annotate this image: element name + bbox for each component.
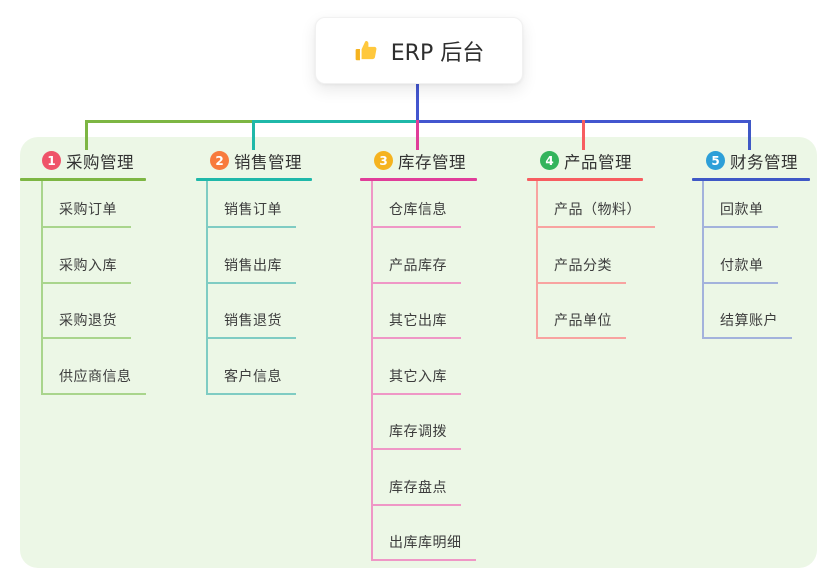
subitem-label: 仓库信息	[389, 202, 447, 218]
root-node[interactable]: ERP 后台	[315, 17, 523, 84]
subitem-label: 销售退货	[224, 313, 282, 329]
list-item[interactable]: 客户信息	[208, 339, 296, 395]
subitem-label: 出库库明细	[389, 535, 462, 551]
branch-underline	[692, 178, 810, 181]
branch-badge: 5	[706, 151, 725, 170]
branch-sales: 2 销售管理 销售订单 销售出库 销售退货 客户信息	[196, 146, 312, 395]
list-item[interactable]: 销售订单	[208, 181, 296, 228]
branch-head-purchase[interactable]: 1 采购管理	[20, 146, 146, 175]
branch-underline	[20, 178, 146, 181]
list-item[interactable]: 采购退货	[43, 284, 131, 339]
list-item[interactable]: 结算账户	[704, 284, 792, 339]
drop-line-finance	[748, 120, 751, 150]
branch-items: 采购订单 采购入库 采购退货 供应商信息	[41, 181, 146, 395]
branch-title: 财务管理	[730, 152, 798, 172]
list-item[interactable]: 供应商信息	[43, 339, 146, 395]
drop-line-sales	[252, 120, 255, 150]
subitem-label: 采购入库	[59, 257, 117, 274]
branch-badge: 2	[210, 151, 229, 170]
list-item[interactable]: 产品（物料）	[538, 181, 655, 228]
branch-underline	[360, 178, 477, 181]
subitem-label: 其它出库	[389, 313, 447, 329]
list-item[interactable]: 产品分类	[538, 228, 626, 284]
branch-badge: 3	[374, 151, 393, 170]
list-item[interactable]: 销售出库	[208, 228, 296, 284]
list-item[interactable]: 出库库明细	[373, 506, 476, 561]
subitem-label: 采购退货	[59, 313, 117, 329]
root-node-label: ERP 后台	[390, 40, 485, 66]
branch-badge: 4	[540, 151, 559, 170]
subitem-label: 产品库存	[389, 257, 447, 274]
subitem-label: 付款单	[720, 257, 764, 274]
branch-title: 采购管理	[66, 152, 134, 172]
subitem-label: 库存调拨	[389, 424, 447, 440]
subitem-label: 销售出库	[224, 257, 282, 274]
subitem-label: 其它入库	[389, 368, 447, 385]
branch-badge: 1	[42, 151, 61, 170]
subitem-label: 产品单位	[554, 313, 612, 329]
list-item[interactable]: 其它出库	[373, 284, 461, 339]
mindmap-panel	[20, 137, 817, 568]
subitem-label: 产品（物料）	[554, 202, 641, 218]
subitem-label: 产品分类	[554, 257, 612, 274]
subitem-label: 销售订单	[224, 202, 282, 218]
branch-underline	[196, 178, 312, 181]
root-connector-line	[416, 84, 419, 123]
subitem-label: 供应商信息	[59, 368, 132, 385]
list-item[interactable]: 回款单	[704, 181, 778, 228]
branch-items: 销售订单 销售出库 销售退货 客户信息	[206, 181, 312, 395]
list-item[interactable]: 采购订单	[43, 181, 131, 228]
branch-items: 产品（物料） 产品分类 产品单位	[536, 181, 655, 339]
branch-head-finance[interactable]: 5 财务管理	[692, 146, 810, 175]
branch-items: 仓库信息 产品库存 其它出库 其它入库 库存调拨 库存盘点 出库库明细	[371, 181, 477, 561]
branch-items: 回款单 付款单 结算账户	[702, 181, 810, 339]
thumbs-up-icon	[354, 38, 380, 64]
subitem-label: 库存盘点	[389, 479, 447, 496]
list-item[interactable]: 产品单位	[538, 284, 626, 339]
branch-head-product[interactable]: 4 产品管理	[527, 146, 655, 175]
list-item[interactable]: 其它入库	[373, 339, 461, 395]
branch-purchase: 1 采购管理 采购订单 采购入库 采购退货 供应商信息	[20, 146, 146, 395]
branch-head-sales[interactable]: 2 销售管理	[196, 146, 312, 175]
branch-head-inventory[interactable]: 3 库存管理	[360, 146, 477, 175]
branch-finance: 5 财务管理 回款单 付款单 结算账户	[692, 146, 810, 339]
branch-product: 4 产品管理 产品（物料） 产品分类 产品单位	[527, 146, 655, 339]
list-item[interactable]: 付款单	[704, 228, 778, 284]
subitem-label: 回款单	[720, 202, 764, 218]
drop-line-product	[582, 120, 585, 150]
bus-segment-purchase	[85, 120, 253, 123]
subitem-label: 采购订单	[59, 202, 117, 218]
subitem-label: 客户信息	[224, 368, 282, 385]
branch-title: 产品管理	[564, 152, 632, 172]
bus-segment-sales	[253, 120, 416, 123]
branch-inventory: 3 库存管理 仓库信息 产品库存 其它出库 其它入库 库存调拨 库存盘点 出库库…	[360, 146, 477, 561]
branch-title: 销售管理	[234, 152, 302, 172]
branch-title: 库存管理	[398, 152, 466, 172]
list-item[interactable]: 销售退货	[208, 284, 296, 339]
list-item[interactable]: 库存盘点	[373, 450, 461, 506]
subitem-label: 结算账户	[720, 313, 778, 329]
drop-line-inventory	[416, 120, 419, 150]
drop-line-purchase	[85, 120, 88, 150]
list-item[interactable]: 库存调拨	[373, 395, 461, 450]
branch-underline	[527, 178, 643, 181]
list-item[interactable]: 采购入库	[43, 228, 131, 284]
list-item[interactable]: 仓库信息	[373, 181, 461, 228]
list-item[interactable]: 产品库存	[373, 228, 461, 284]
